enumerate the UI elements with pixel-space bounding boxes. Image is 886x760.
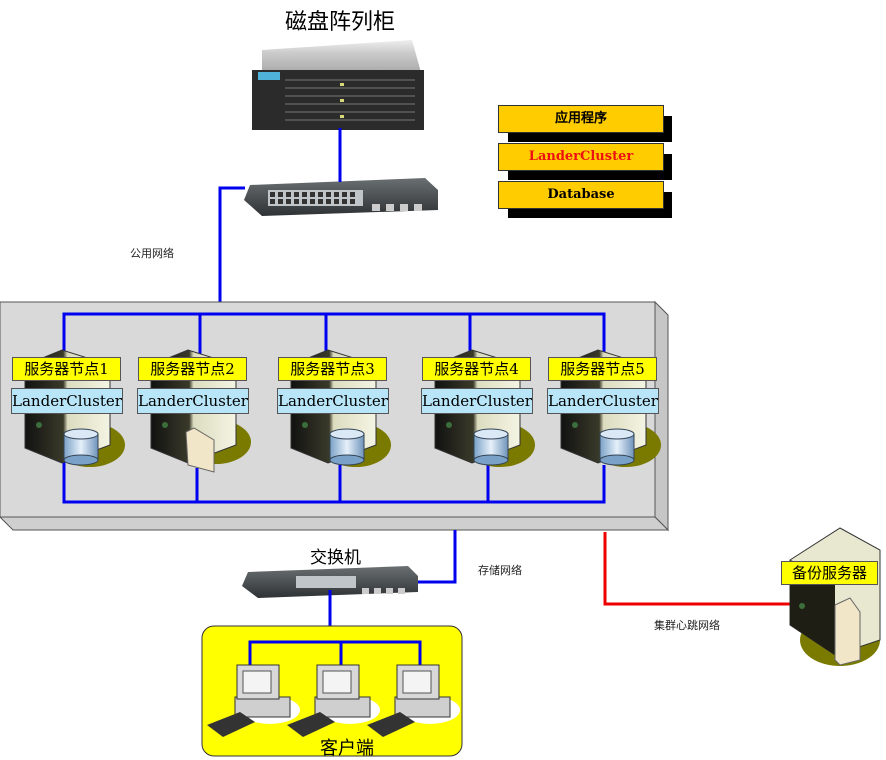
legend-label: 应用程序 [554, 111, 607, 126]
clients-label: 客户端 [320, 738, 374, 759]
legend-label: Database [547, 187, 615, 202]
public-network-label: 公用网络 [130, 247, 174, 260]
legend-label: LanderCluster [528, 149, 634, 164]
legend-item-landercluster: LanderCluster [498, 143, 664, 171]
client-pc-icon [207, 664, 300, 737]
software-label: LanderCluster [421, 388, 533, 414]
software-label: LanderCluster [137, 388, 249, 414]
software-label: LanderCluster [277, 388, 389, 414]
server-node-label: 服务器节点3 [278, 357, 387, 381]
legend-item-app: 应用程序 [498, 105, 664, 133]
server-node-label: 服务器节点5 [548, 357, 657, 381]
legend-item-database: Database [498, 181, 664, 209]
backup-server-label: 备份服务器 [781, 561, 878, 585]
disk-array-title: 磁盘阵列柜 [285, 10, 396, 35]
folder-icon [185, 427, 215, 473]
switch-label: 交换机 [310, 548, 361, 568]
server-node-label: 服务器节点1 [12, 357, 121, 381]
heartbeat-network-label: 集群心跳网络 [654, 619, 720, 632]
client-pc-icon [367, 664, 460, 737]
backup-server-icon [789, 527, 881, 666]
server-node-label: 服务器节点4 [422, 357, 531, 381]
client-pc-icon [287, 664, 380, 737]
disk-array-icon [252, 40, 424, 130]
software-label: LanderCluster [547, 388, 659, 414]
public-switch-icon [244, 178, 438, 216]
software-label: LanderCluster [11, 388, 123, 414]
storage-network-label: 存储网络 [478, 564, 522, 577]
server-node-label: 服务器节点2 [138, 357, 247, 381]
core-switch-icon [242, 566, 418, 598]
